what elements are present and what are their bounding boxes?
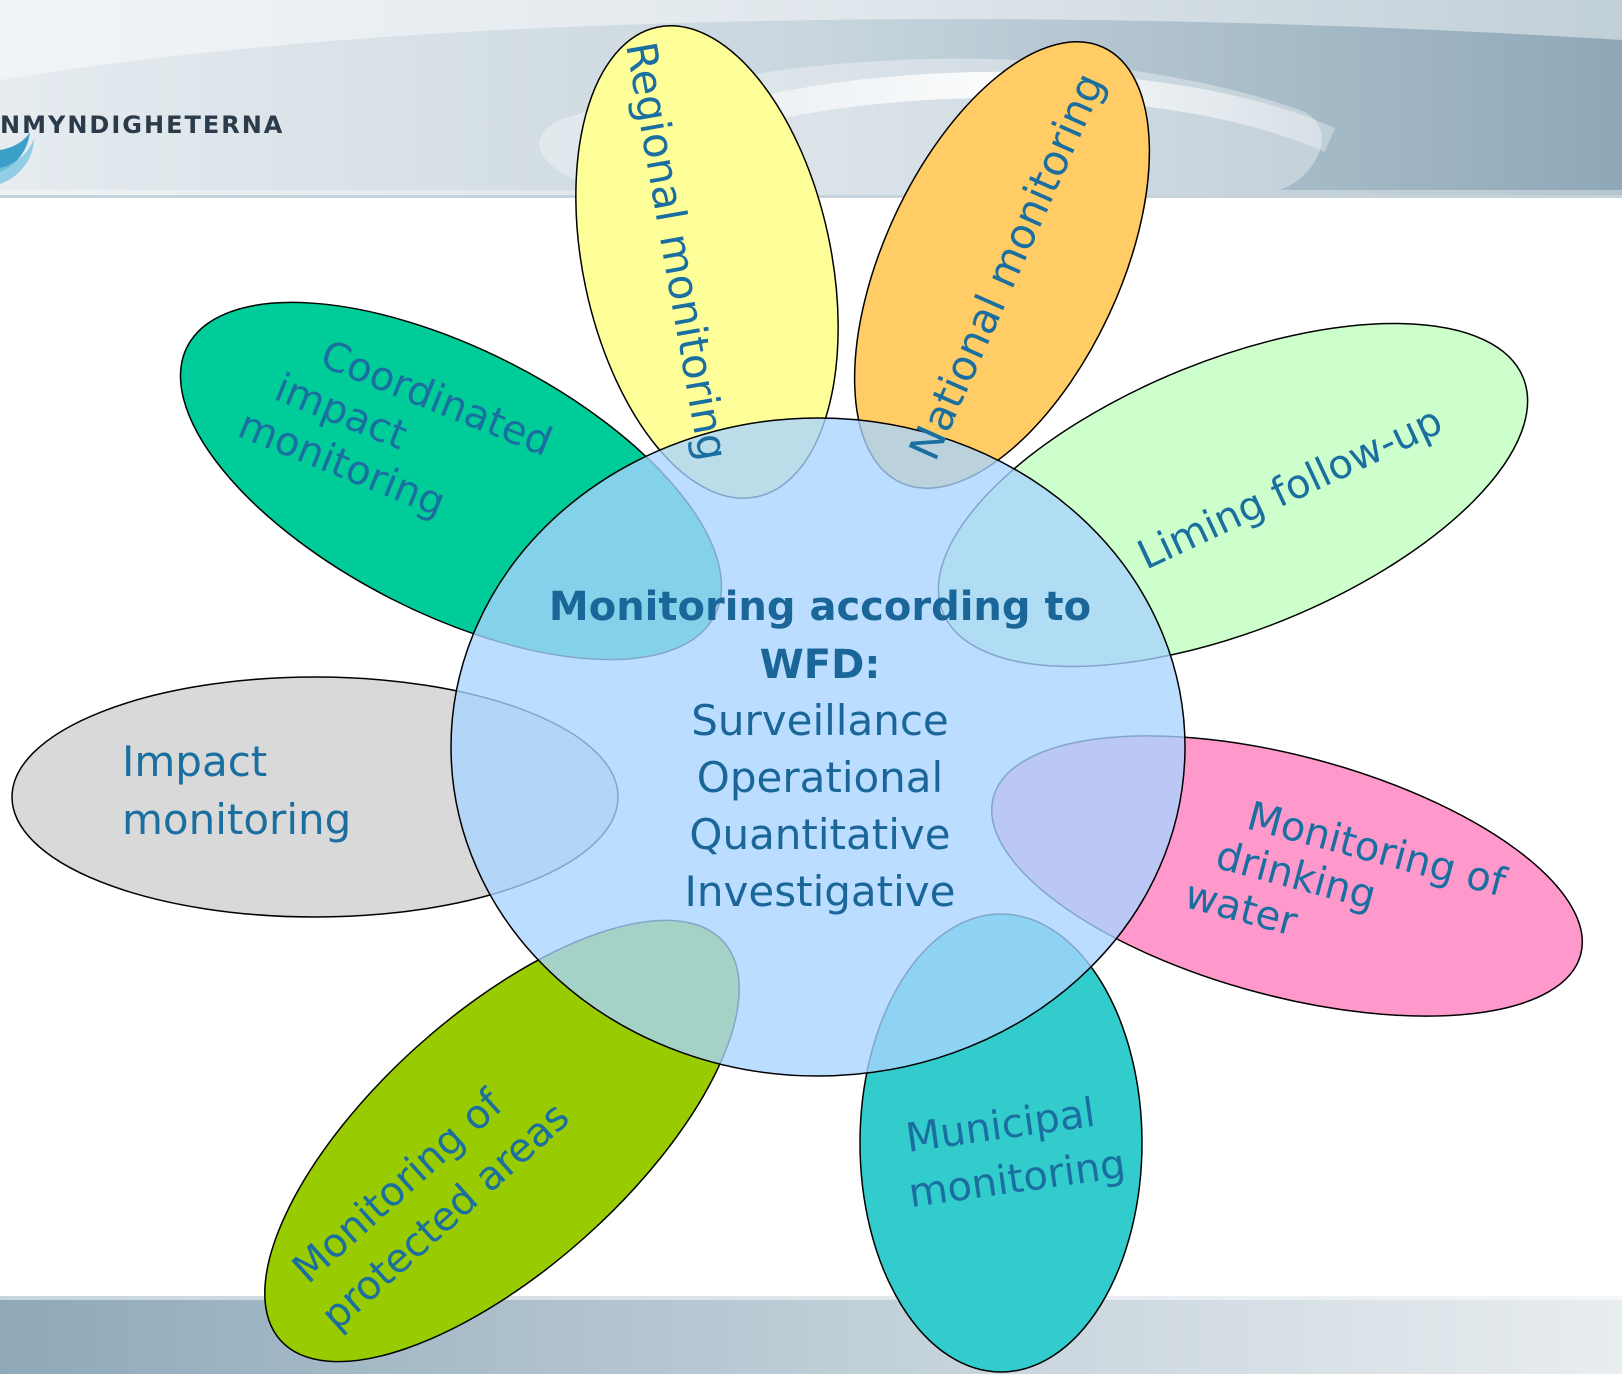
label-impact-line-2: monitoring [122,795,351,844]
center-title-line-1: Monitoring according to [549,584,1091,630]
label-impact-line-1: Impact [122,737,267,786]
center-item-surveillance: Surveillance [691,696,949,745]
footer-band [0,1296,1622,1374]
center-item-quantitative: Quantitative [689,810,950,859]
label-impact-group: Impact monitoring [122,737,351,844]
header-band [0,0,1622,200]
logo [0,132,34,184]
center-circle [450,417,1186,1077]
org-name: NMYNDIGHETERNA [0,111,284,139]
center-item-operational: Operational [697,753,943,802]
center-item-investigative: Investigative [685,867,956,916]
center-title-line-2: WFD: [760,642,881,688]
center-text: Monitoring according to WFD: Surveillanc… [549,584,1091,916]
